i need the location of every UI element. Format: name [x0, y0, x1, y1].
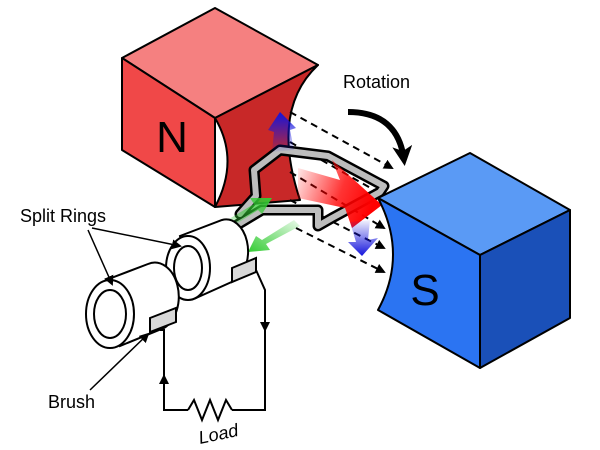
current-arrow-green-in	[224, 198, 272, 228]
south-pole-label: S	[410, 266, 439, 315]
rotation-arrow-icon	[347, 109, 413, 166]
force-arrow-red	[298, 160, 382, 228]
south-magnet-front	[377, 197, 481, 369]
rotation-indicator: Rotation	[343, 72, 413, 166]
force-arrow-blue-up	[268, 112, 296, 152]
load-resistor-icon	[187, 397, 233, 423]
brush-leader	[89, 332, 150, 391]
split-rings-leaders	[87, 227, 182, 286]
external-circuit	[159, 269, 270, 423]
field-line	[289, 111, 394, 169]
brush-label: Brush	[48, 392, 95, 412]
north-magnet: N	[121, 7, 319, 208]
circuit-wire-right	[232, 269, 266, 411]
load-label: Load	[197, 420, 241, 448]
brush-front	[149, 306, 177, 334]
rotation-label: Rotation	[343, 72, 410, 92]
current-arrow-green-out	[248, 220, 300, 252]
circuit-wire-left	[160, 329, 188, 411]
north-pole-label: N	[156, 113, 188, 162]
split-rings-label: Split Rings	[20, 206, 106, 226]
force-arrow-blue-down	[348, 220, 378, 256]
south-magnet: S	[377, 152, 571, 369]
north-magnet-pole-face	[214, 64, 319, 208]
split-rings	[85, 218, 250, 349]
field-line	[295, 227, 386, 273]
